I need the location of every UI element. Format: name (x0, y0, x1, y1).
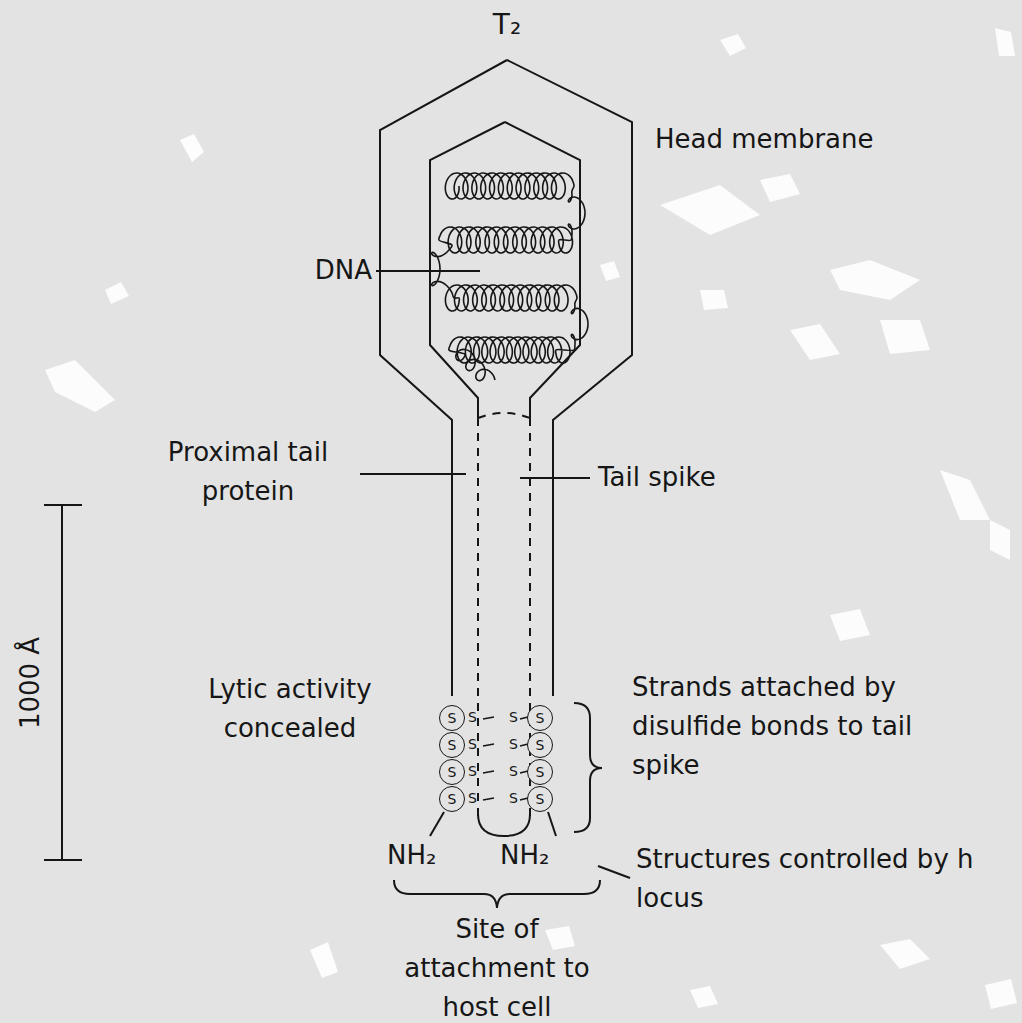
sulfur-circle: S (527, 786, 553, 812)
sulfur-symbol: S (536, 738, 545, 752)
bond-dash (483, 798, 528, 800)
sulfur-circle: S (439, 732, 465, 758)
note-label: Site of attachment to host cell (380, 910, 615, 1023)
part-label: Proximal tail protein (131, 433, 366, 511)
sulfur-symbol: S (468, 736, 477, 753)
sulfur-symbol: S (448, 765, 457, 779)
sulfur-symbol: S (448, 738, 457, 752)
sulfur-symbol: S (509, 709, 518, 726)
sulfur-symbol: S (468, 790, 477, 807)
part-label: Tail spike (598, 458, 716, 497)
leader-line (360, 473, 466, 475)
sulfur-symbol: S (448, 792, 457, 806)
leader-line (520, 477, 590, 479)
sulfur-symbol: S (509, 736, 518, 753)
leader-line (376, 270, 480, 272)
background-flecks (45, 28, 1017, 1009)
dna-coil (432, 173, 588, 381)
part-label: DNA (315, 251, 372, 290)
scale-label: 1000 Å (11, 637, 50, 729)
tail-spike-tip (478, 814, 530, 836)
sulfur-circle: S (527, 732, 553, 758)
phage-title: T₂ (493, 4, 521, 46)
sulfur-symbol: S (536, 792, 545, 806)
note-label: Structures controlled by h locus (636, 840, 991, 918)
group-label: NH₂ (387, 836, 436, 875)
sulfur-circle: S (439, 759, 465, 785)
part-label: Head membrane (655, 120, 874, 159)
sulfur-circle: S (527, 759, 553, 785)
attachment-brace (394, 880, 600, 908)
sulfur-circle: S (527, 705, 553, 731)
bond-dash (483, 717, 528, 719)
scale-bar (44, 505, 82, 860)
sulfur-symbol: S (448, 711, 457, 725)
sulfur-symbol: S (468, 709, 477, 726)
note-label: Strands attached by disulfide bonds to t… (632, 668, 932, 785)
leader-line (548, 812, 556, 836)
sulfur-symbol: S (536, 711, 545, 725)
sulfur-circle: S (439, 786, 465, 812)
sulfur-symbol: S (509, 790, 518, 807)
tail-spike-dashes (478, 413, 530, 820)
disulfide-bonds (483, 717, 528, 800)
dna-strand (432, 173, 588, 381)
phage-outline (44, 60, 632, 908)
sulfur-symbol: S (468, 763, 477, 780)
group-label: NH₂ (500, 836, 549, 875)
sulfur-symbol: S (536, 765, 545, 779)
strands-brace (574, 703, 602, 832)
note-label: Lytic activity concealed (158, 670, 423, 748)
sulfur-symbol: S (509, 763, 518, 780)
bond-dash (483, 744, 528, 746)
head-membrane-outline (380, 60, 632, 696)
leader-line (598, 866, 630, 878)
sulfur-circle: S (439, 705, 465, 731)
bond-dash (483, 771, 528, 773)
leader-line (430, 812, 444, 836)
